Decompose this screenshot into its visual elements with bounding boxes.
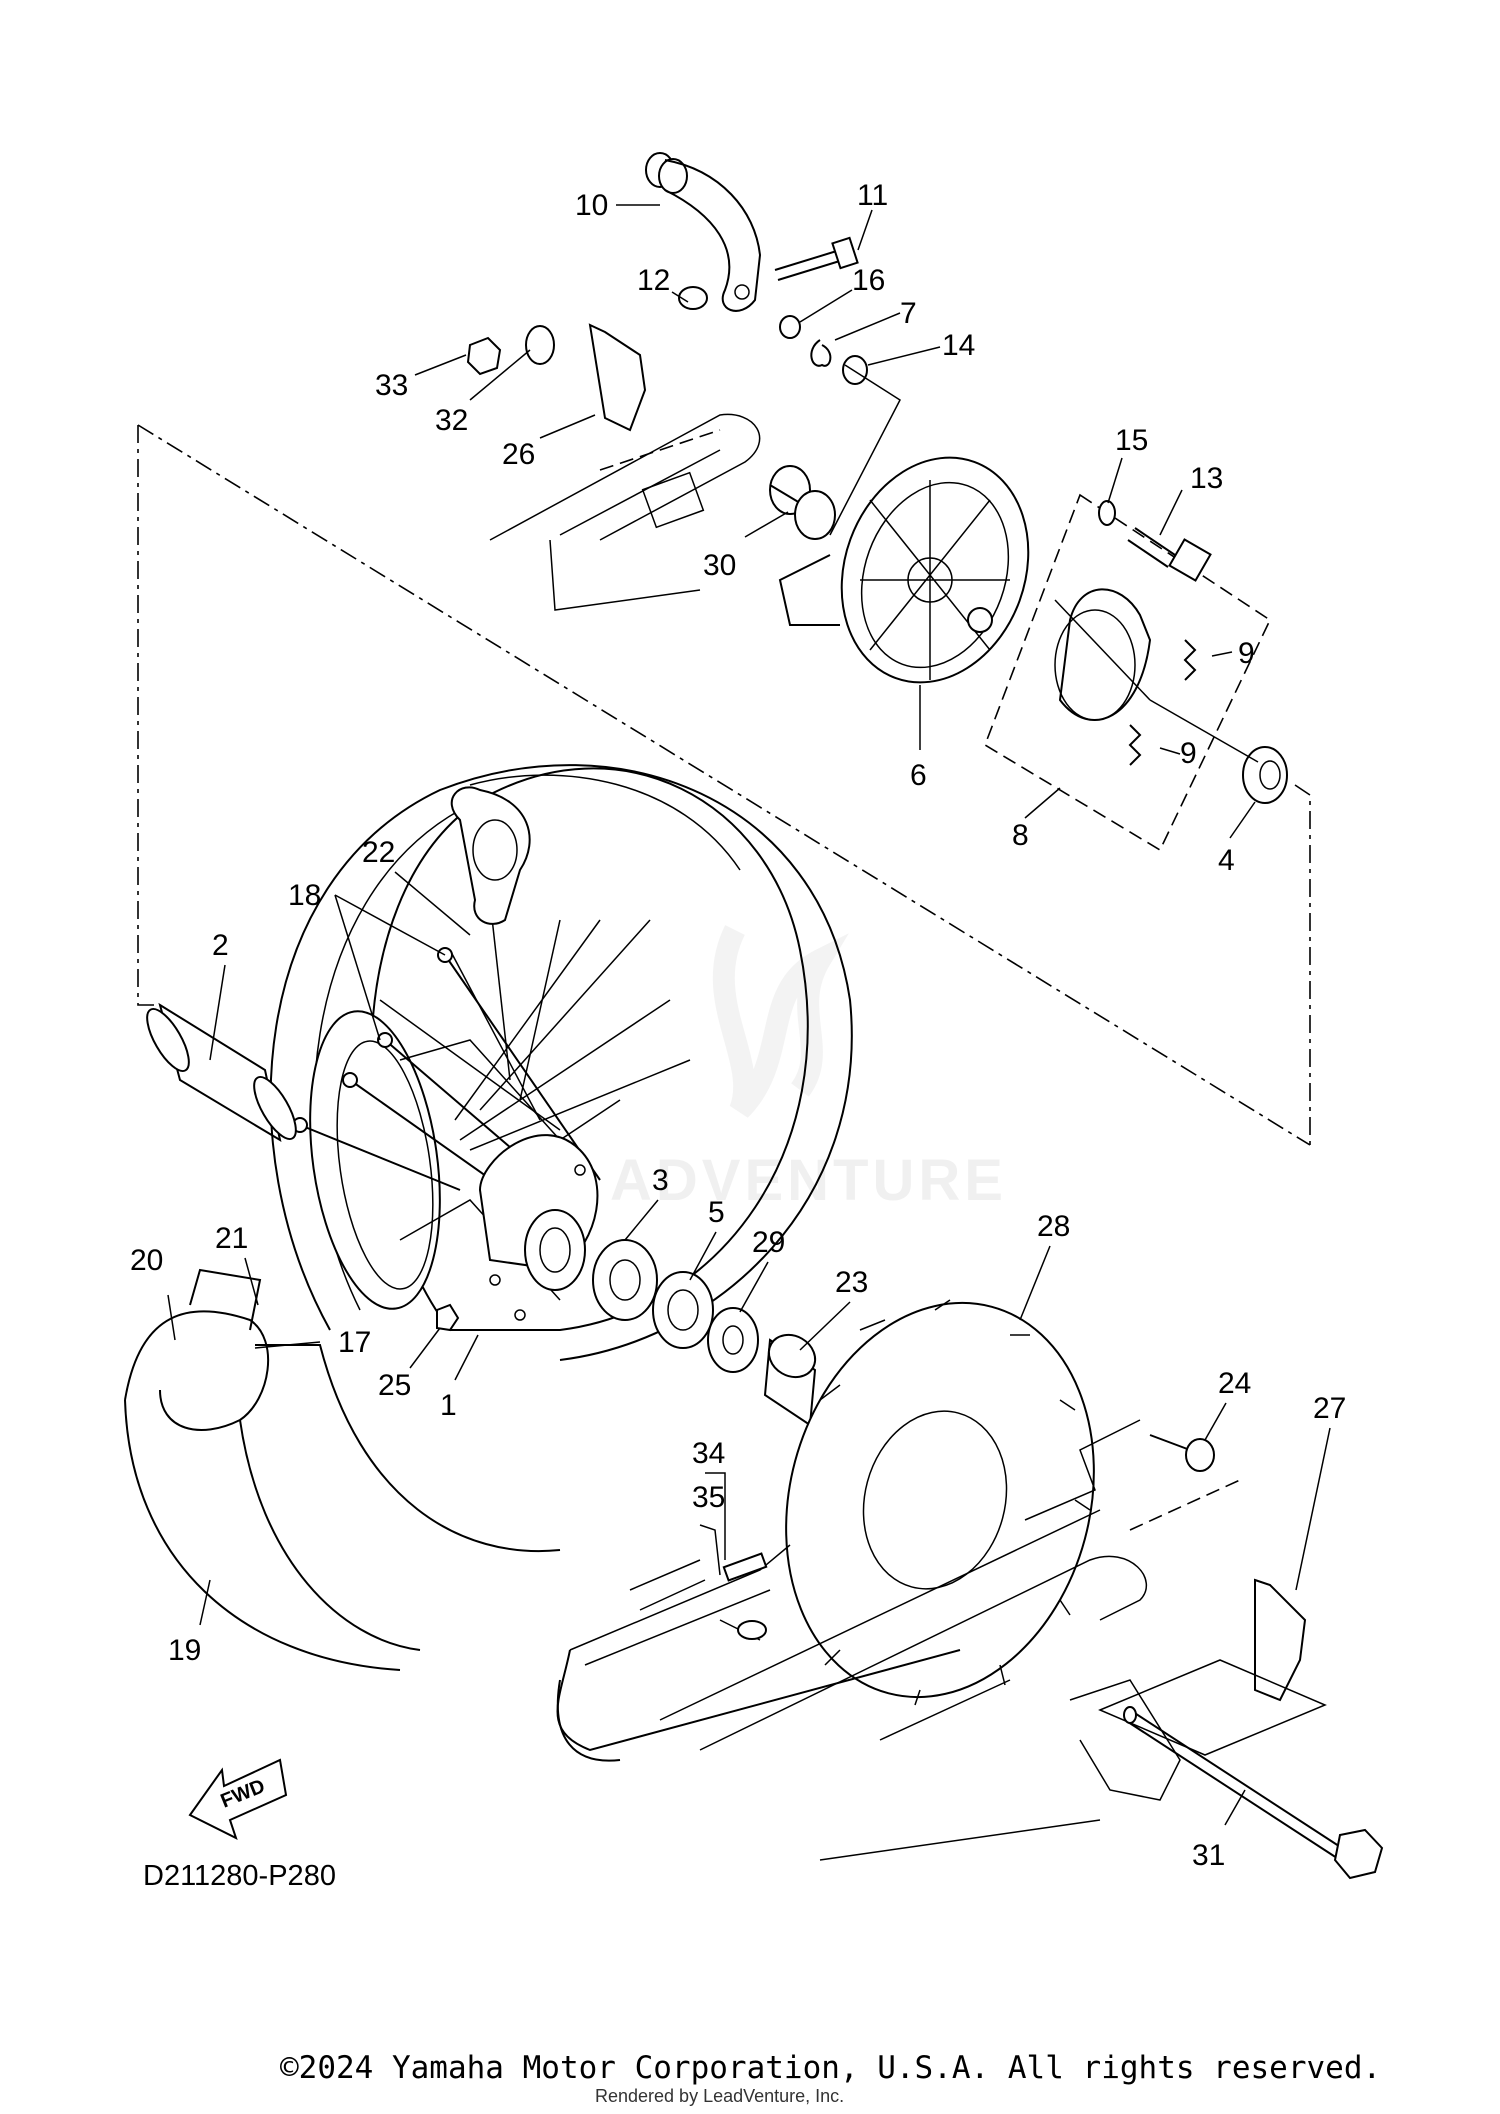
cotter-pin [810,339,832,367]
callout-1: 1 [440,1389,457,1422]
callout-6: 6 [910,759,927,792]
axle-washer [525,325,555,365]
callout-28: 23 [835,1266,868,1299]
brake-camshaft [1127,527,1212,582]
callout-5: 5 [708,1196,725,1229]
rear-sprocket [785,1299,1095,1706]
drive-chain [556,1544,961,1762]
callout-30: 30 [703,549,736,582]
rim-band [124,1268,561,1671]
guide-line-24 [1024,1419,1141,1521]
washer-16 [779,315,801,339]
o-ring [1098,500,1116,526]
callout-33: 33 [375,369,408,402]
spokes [379,899,691,1151]
rendered-by: Rendered by LeadVenture, Inc. [595,2086,845,2106]
brake-collar [769,465,836,540]
brake-shoe-group [984,493,1272,852]
chain-puller-left [588,323,647,432]
callout-34: 34 [692,1437,725,1470]
callout-17: 17 [338,1326,371,1359]
callout-9b: 9 [1180,737,1197,770]
callout-14: 14 [942,329,975,362]
fwd-arrow-icon: FWD [188,1758,288,1840]
swingarm-upper [489,413,761,611]
callout-18: 18 [288,879,321,912]
leader-lines [167,204,1331,1826]
inner-tube [450,786,531,925]
callout-numbers: 10 11 12 16 7 14 33 32 26 15 13 30 9 9 6… [130,179,1346,1872]
callout-13: 13 [1190,462,1223,495]
callout-22: 22 [362,836,395,869]
assembly-boundary [137,424,1311,1146]
brake-shoes [1054,588,1152,721]
watermark-logo [712,925,849,1118]
callout-26: 26 [502,438,535,471]
callout-20: 20 [130,1244,163,1277]
callout-3: 3 [652,1164,669,1197]
copyright-notice: ©2024 Yamaha Motor Corporation, U.S.A. A… [280,2050,1382,2086]
bolt [774,236,859,281]
axle-spacer [146,1002,297,1143]
brake-arm [645,152,762,312]
callout-31: 31 [1192,1839,1225,1872]
rear-axle [1123,1706,1384,1880]
guide-line-14 [829,364,901,536]
brake-plate [778,456,1030,684]
callout-23: 28 [1037,1210,1070,1243]
bearing-left [592,1239,658,1321]
diagram-code: D211280-P280 [143,1860,336,1892]
callout-10: 10 [575,189,608,222]
callout-24: 24 [1218,1367,1251,1400]
guide-plane-27 [1098,1659,1327,1756]
spring-upper [1183,639,1197,681]
watermark-text: ADVENTURE [610,1148,1007,1213]
thrust-washer [707,1307,759,1373]
chain-puller-right [1254,1578,1307,1702]
callout-29: 29 [752,1226,785,1259]
callout-15: 15 [1115,424,1148,457]
callout-8: 8 [1012,819,1029,852]
callout-21: 21 [215,1222,248,1255]
oil-seal [652,1271,714,1349]
axle-nut [466,336,502,376]
callout-25: 25 [378,1369,411,1402]
swingarm-lower [659,1479,1241,1861]
callout-4: 4 [1218,844,1235,877]
hub [478,1134,599,1321]
bearing-right [1242,746,1288,804]
spring-lower [1128,724,1142,766]
callout-7: 7 [900,297,917,330]
rear-wheel [269,764,853,1361]
callout-32: 32 [435,404,468,437]
callout-11: 11 [857,179,888,212]
hub-bolt [436,1303,460,1332]
guide-line-bearing [1149,699,1259,763]
callout-16: 16 [852,264,885,297]
nut-small [678,286,708,310]
callout-9a: 9 [1238,637,1255,670]
callout-19: 19 [168,1634,201,1667]
sprocket-bolt [1149,1434,1215,1472]
callout-12: 12 [637,264,670,297]
washer-14 [842,355,868,385]
callout-35: 35 [692,1481,725,1514]
callout-27: 27 [1313,1392,1346,1425]
callout-2: 2 [212,929,229,962]
